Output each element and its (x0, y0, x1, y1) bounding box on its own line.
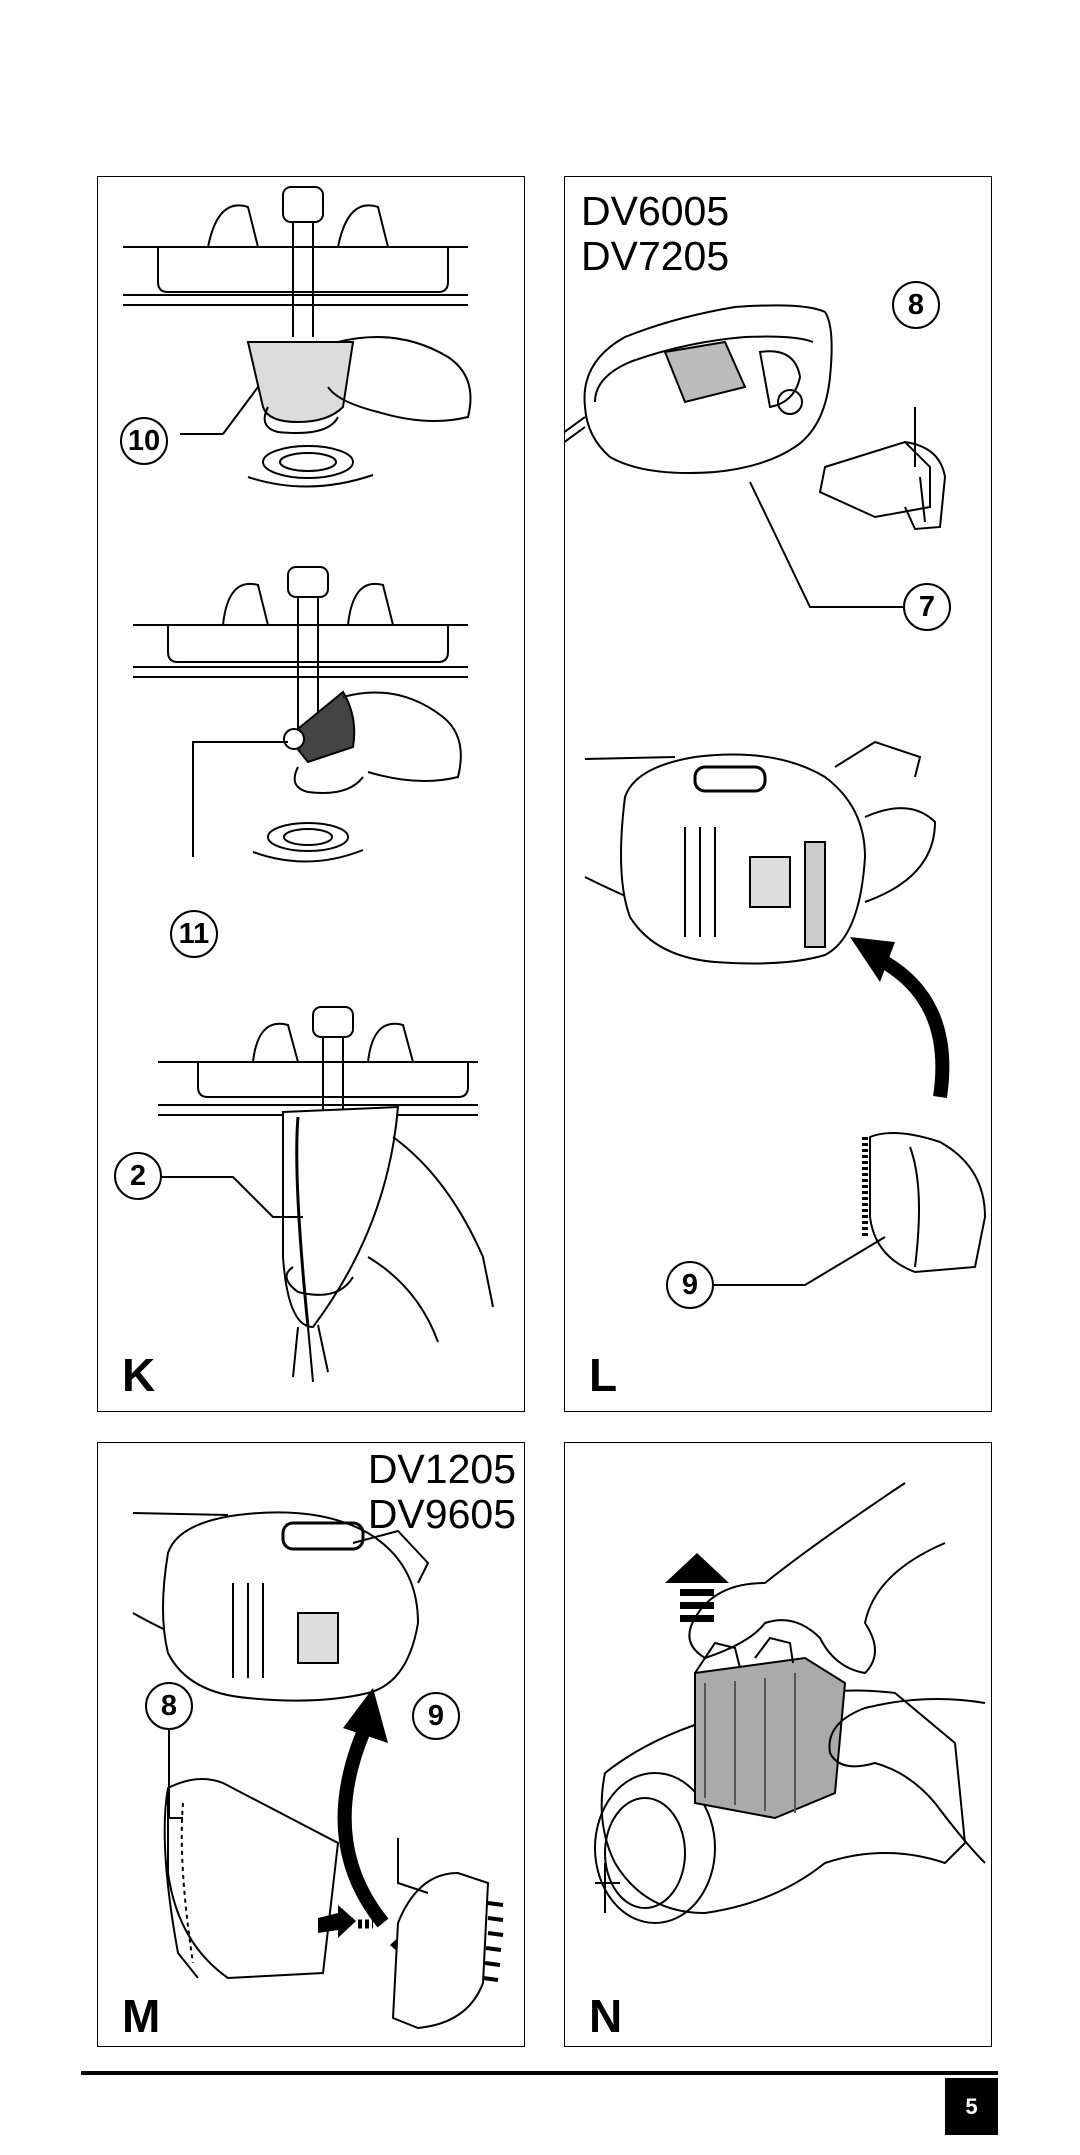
panel-l: DV6005 DV7205 (564, 176, 992, 1412)
callout-11: 11 (170, 910, 218, 958)
panel-n-illustration (594, 1482, 986, 1924)
handheld-vacuum-illustration (132, 1511, 430, 1702)
lift-up-arrow-icon (665, 1553, 729, 1622)
page-number: 5 (945, 2078, 998, 2135)
insert-arrow-icon (871, 950, 950, 1099)
callout-8: 8 (145, 1682, 193, 1730)
footer-rule (81, 2071, 998, 2075)
callout-7: 7 (903, 583, 951, 631)
panel-m: DV1205 DV9605 (97, 1442, 525, 2047)
callout-2: 2 (114, 1152, 162, 1200)
callout-10: 10 (120, 417, 168, 465)
insert-arrow-icon (337, 1730, 389, 1928)
charging-base-illustration (565, 304, 833, 474)
callout-9: 9 (666, 1261, 714, 1309)
panel-k: 10 11 2 K (97, 176, 525, 1412)
brush-head-illustration (862, 1132, 987, 1274)
model-number-dv1205: DV1205 (367, 1446, 516, 1492)
model-number-dv6005: DV6005 (581, 188, 730, 234)
panel-letter-k: K (122, 1349, 156, 1401)
callout-9: 9 (412, 1692, 460, 1740)
sink-illustration-2 (133, 566, 468, 863)
panel-letter-n: N (589, 1990, 623, 2042)
brush-head-illustration (391, 1838, 504, 2030)
filter-illustration (694, 1636, 847, 1820)
sink-illustration-3 (158, 1006, 494, 1383)
model-number-dv9605: DV9605 (367, 1491, 516, 1537)
panel-n: N (564, 1442, 992, 2047)
crevice-nozzle-illustration (163, 1778, 340, 1980)
panel-letter-l: L (589, 1349, 618, 1401)
model-number-dv7205: DV7205 (581, 233, 730, 279)
panel-letter-m: M (122, 1990, 161, 2042)
panel-l-illustration (565, 304, 987, 1286)
panel-m-illustration (132, 1511, 504, 2030)
sink-illustration-1 (123, 186, 472, 488)
handheld-vacuum-illustration (584, 740, 937, 965)
hand-illustration (688, 1482, 986, 1864)
callout-8: 8 (892, 281, 940, 329)
crevice-nozzle-illustration (818, 440, 947, 531)
panel-k-illustration (123, 186, 494, 1383)
